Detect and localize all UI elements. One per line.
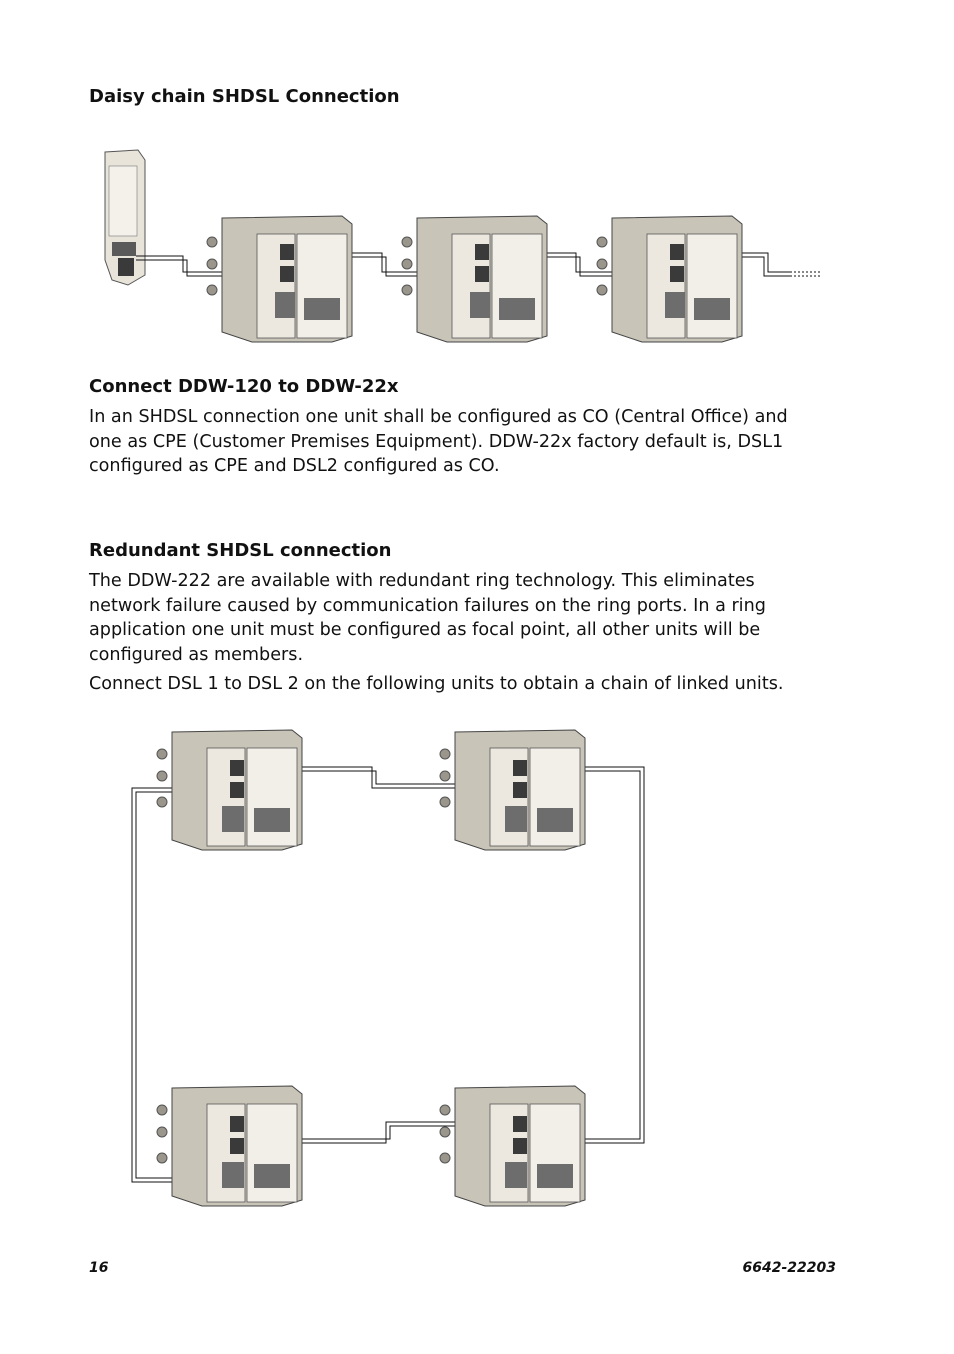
ring-figure xyxy=(131,729,645,1207)
page-number: 16 xyxy=(89,1260,109,1276)
ring-device-bottom-left xyxy=(156,1085,303,1207)
section-title-redundant: Redundant SHDSL connection xyxy=(89,540,392,561)
document-number: 6642-22203 xyxy=(742,1260,836,1276)
section-title-daisy-chain: Daisy chain SHDSL Connection xyxy=(89,86,400,107)
ddw-22x-device-2 xyxy=(401,215,548,343)
section-body-redundant: The DDW-222 are available with redundant… xyxy=(89,571,766,665)
ring-device-top-left xyxy=(156,729,303,851)
ddw-120-device xyxy=(104,149,146,286)
ddw-22x-device-1 xyxy=(206,215,353,343)
ring-device-bottom-right xyxy=(439,1085,586,1207)
ring-device-top-right xyxy=(439,729,586,851)
section-title-connect: Connect DDW-120 to DDW-22x xyxy=(89,376,399,397)
ddw-22x-device-3 xyxy=(596,215,743,343)
daisy-chain-figure xyxy=(104,149,820,343)
section-body-connect: In an SHDSL connection one unit shall be… xyxy=(89,407,788,476)
section-body-connect-dsl: Connect DSL 1 to DSL 2 on the following … xyxy=(89,674,784,694)
